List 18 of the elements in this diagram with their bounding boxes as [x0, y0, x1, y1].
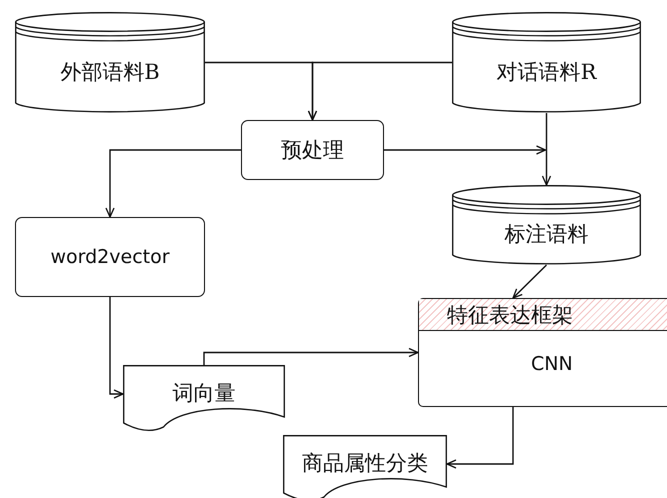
arrow — [542, 113, 552, 186]
arrow — [203, 348, 419, 365]
arrow — [512, 264, 547, 299]
arrow — [109, 297, 124, 399]
hatched-header: 特征表达框架 — [419, 299, 667, 331]
shape-label: 外部语料B — [60, 58, 160, 86]
process-box: word2vector — [15, 217, 205, 297]
arrow — [446, 407, 514, 469]
process-box — [418, 298, 667, 407]
arrow — [105, 149, 241, 218]
process-box: 预处理 — [241, 120, 384, 180]
arrow — [308, 62, 452, 121]
box-label: CNN — [531, 353, 573, 375]
arrow — [384, 145, 546, 155]
shape-label: 商品属性分类 — [302, 450, 428, 477]
shape-label: 对话语料R — [496, 58, 596, 86]
shape-label: 词向量 — [172, 380, 236, 407]
shape-label: 标注语料 — [504, 221, 588, 248]
